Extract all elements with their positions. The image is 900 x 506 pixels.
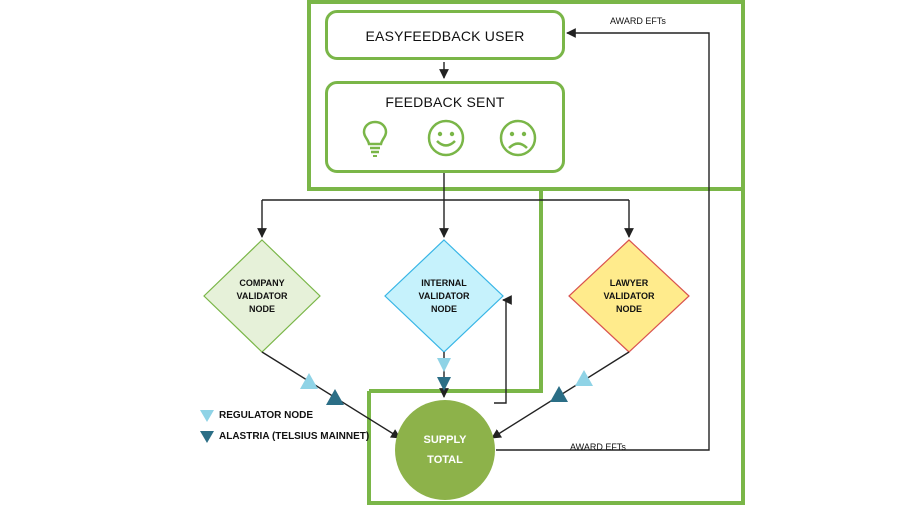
alastria-marker-company — [326, 389, 344, 405]
award-efts-top-label: AWARD EFTs — [610, 16, 666, 26]
lawyer-line3: NODE — [615, 304, 642, 314]
company-line2: VALIDATOR — [236, 291, 288, 301]
company-validator-label: COMPANY VALIDATOR NODE — [212, 277, 312, 316]
easyfeedback-user-box: EASYFEEDBACK USER — [325, 10, 565, 60]
internal-line1: INTERNAL — [421, 278, 467, 288]
arrow-company-to-supply — [261, 351, 401, 439]
company-line1: COMPANY — [239, 278, 285, 288]
feedback-sent-box: FEEDBACK SENT — [325, 81, 565, 173]
arrow-supply-to-internal — [494, 295, 512, 404]
legend-alastria-label: ALASTRIA (TELSIUS MAINNET) — [219, 431, 370, 442]
easyfeedback-user-label: EASYFEEDBACK USER — [365, 28, 525, 44]
lawyer-line1: LAWYER — [609, 278, 649, 288]
smiley-sad-icon — [499, 119, 537, 157]
alastria-marker-lawyer — [550, 386, 568, 402]
lawyer-line2: VALIDATOR — [603, 291, 655, 301]
internal-validator-label: INTERNAL VALIDATOR NODE — [394, 277, 494, 316]
smiley-happy-icon — [427, 119, 465, 157]
alastria-marker-internal — [437, 377, 451, 391]
bottom-frame — [367, 189, 745, 505]
supply-line1: SUPPLY — [423, 434, 467, 446]
supply-line2: TOTAL — [427, 454, 463, 466]
legend-regulator-icon — [200, 410, 214, 422]
feedback-sent-label: FEEDBACK SENT — [385, 94, 505, 110]
legend-regulator-label: REGULATOR NODE — [219, 410, 314, 421]
regulator-marker-lawyer — [575, 370, 593, 386]
supply-total-label: SUPPLY TOTAL — [395, 430, 495, 470]
legend-alastria-icon — [200, 431, 214, 443]
company-line3: NODE — [248, 304, 275, 314]
regulator-marker-company — [300, 373, 318, 389]
internal-line3: NODE — [430, 304, 457, 314]
award-efts-bottom-label: AWARD EFTs — [570, 442, 626, 452]
middle-frame — [369, 187, 543, 393]
lightbulb-icon — [362, 120, 388, 157]
regulator-marker-internal — [437, 358, 451, 372]
supply-total-circle — [395, 400, 495, 500]
internal-line2: VALIDATOR — [418, 291, 470, 301]
lawyer-validator-label: LAWYER VALIDATOR NODE — [579, 277, 679, 316]
award-loop-top — [496, 28, 710, 451]
